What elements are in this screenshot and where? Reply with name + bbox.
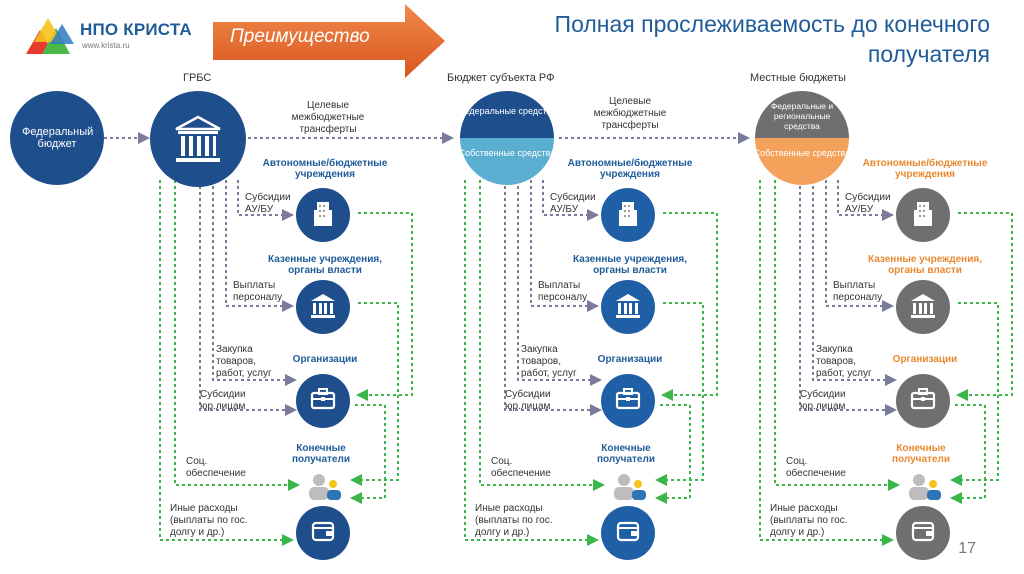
logo-text: НПО КРИСТА: [80, 20, 192, 39]
col1-cat-kazen: Казенные учреждения, органы власти: [268, 254, 382, 276]
col2-lbl-other: Иные расходы (выплаты по гос. долгу и др…: [475, 503, 553, 538]
logo-url: www.krista.ru: [82, 41, 130, 50]
col1-wallet-icon-circle: [296, 506, 350, 560]
grbs-circle: [150, 91, 246, 187]
people-icon: [614, 474, 646, 500]
office-tower-icon: [308, 198, 338, 233]
subject-top-label: Федеральные средства: [457, 106, 557, 116]
office-tower-icon: [908, 198, 938, 233]
banner-label: Преимущество: [230, 26, 370, 47]
col2-transfer-label: Целевые межбюджетные трансферты: [593, 96, 667, 131]
col3-lbl-other: Иные расходы (выплаты по гос. долгу и др…: [770, 503, 848, 538]
col3-briefcase-icon-circle: [896, 374, 950, 428]
subject-budget-circle: Федеральные средства Собственные средств…: [457, 91, 557, 185]
col1-lbl-subsidies-ul: Субсидии юр.лицам: [200, 389, 246, 412]
page-number: 17: [958, 540, 976, 557]
briefcase-icon: [908, 384, 938, 419]
col3-cat-org: Организации: [892, 354, 958, 365]
col3-wallet-icon-circle: [896, 506, 950, 560]
col3-cat-kazen: Казенные учреждения, органы власти: [868, 254, 982, 276]
col2-cat-org: Организации: [597, 354, 663, 365]
briefcase-icon: [308, 384, 338, 419]
col3-heading: Местные бюджеты: [750, 72, 846, 84]
office-tower-icon: [613, 198, 643, 233]
col1-government-building-icon-circle: [296, 280, 350, 334]
subject-budget-circle-shape: [460, 91, 554, 185]
col3-government-building-icon-circle: [896, 280, 950, 334]
col2-office-tower-icon-circle: [601, 188, 655, 242]
col3-lbl-subsidies-aubu: Субсидии АУ/БУ: [845, 192, 891, 215]
local-budget-circle-shape: [755, 91, 849, 185]
col1-briefcase-icon-circle: [296, 374, 350, 428]
col3-lbl-subsidies-ul: Субсидии юр.лицам: [800, 389, 846, 412]
col3-lbl-social: Соц. обеспечение: [786, 456, 846, 479]
title-line-2: получателя: [867, 41, 990, 67]
col3-cat-aubu: Автономные/бюджетные учреждения: [862, 158, 988, 180]
col2-lbl-purchases: Закупка товаров, работ, услуг: [521, 344, 577, 379]
government-building-icon: [175, 115, 221, 162]
wallet-icon: [308, 516, 338, 551]
government-building-icon: [613, 290, 643, 325]
col1-lbl-other: Иные расходы (выплаты по гос. долгу и др…: [170, 503, 248, 538]
banner-arrow-shape: [213, 4, 445, 78]
col2-briefcase-icon-circle: [601, 374, 655, 428]
title-line-1: Полная прослеживаемость до конечного: [554, 11, 990, 37]
federal-budget-label: Федеральный бюджет: [22, 126, 94, 150]
col3-lbl-purchases: Закупка товаров, работ, услуг: [816, 344, 872, 379]
col2-cat-kazen: Казенные учреждения, органы власти: [573, 254, 687, 276]
col2-lbl-subsidies-ul: Субсидии юр.лицам: [505, 389, 551, 412]
federal-budget-circle: Федеральный бюджет: [10, 91, 104, 185]
col1-cat-final: Конечные получатели: [291, 443, 350, 465]
briefcase-icon: [613, 384, 643, 419]
local-top-label: Федеральные и региональные средства: [770, 101, 834, 131]
wallet-icon: [908, 516, 938, 551]
col1-lbl-subsidies-aubu: Субсидии АУ/БУ: [245, 192, 291, 215]
government-building-icon: [908, 290, 938, 325]
col2-lbl-salaries: Выплаты персоналу: [538, 280, 588, 303]
col1-heading: ГРБС: [183, 72, 212, 84]
col3-office-tower-icon-circle: [896, 188, 950, 242]
col2-heading: Бюджет субъекта РФ: [447, 72, 555, 84]
col2-government-building-icon-circle: [601, 280, 655, 334]
col1-cat-aubu: Автономные/бюджетные учреждения: [262, 158, 388, 180]
page-title: Полная прослеживаемость до конечного пол…: [470, 9, 990, 69]
people-icon: [909, 474, 941, 500]
subject-bottom-label: Собственные средства: [458, 148, 556, 158]
col2-lbl-subsidies-aubu: Субсидии АУ/БУ: [550, 192, 596, 215]
col1-lbl-purchases: Закупка товаров, работ, услуг: [216, 344, 272, 379]
col1-transfer-label: Целевые межбюджетные трансферты: [291, 100, 365, 135]
local-bottom-label: Собственные средства: [753, 148, 851, 158]
col1-office-tower-icon-circle: [296, 188, 350, 242]
col2-cat-aubu: Автономные/бюджетные учреждения: [567, 158, 693, 180]
col1-cat-org: Организации: [292, 354, 358, 365]
col3-cat-final: Конечные получатели: [891, 443, 950, 465]
krista-logo-icon: [26, 18, 74, 54]
local-budget-circle: Федеральные и региональные средства Собс…: [752, 91, 852, 185]
col2-cat-final: Конечные получатели: [596, 443, 655, 465]
people-icon: [309, 474, 341, 500]
col2-lbl-social: Соц. обеспечение: [491, 456, 551, 479]
col2-wallet-icon-circle: [601, 506, 655, 560]
col1-lbl-social: Соц. обеспечение: [186, 456, 246, 479]
government-building-icon: [308, 290, 338, 325]
col1-lbl-salaries: Выплаты персоналу: [233, 280, 283, 303]
col3-lbl-salaries: Выплаты персоналу: [833, 280, 883, 303]
wallet-icon: [613, 516, 643, 551]
